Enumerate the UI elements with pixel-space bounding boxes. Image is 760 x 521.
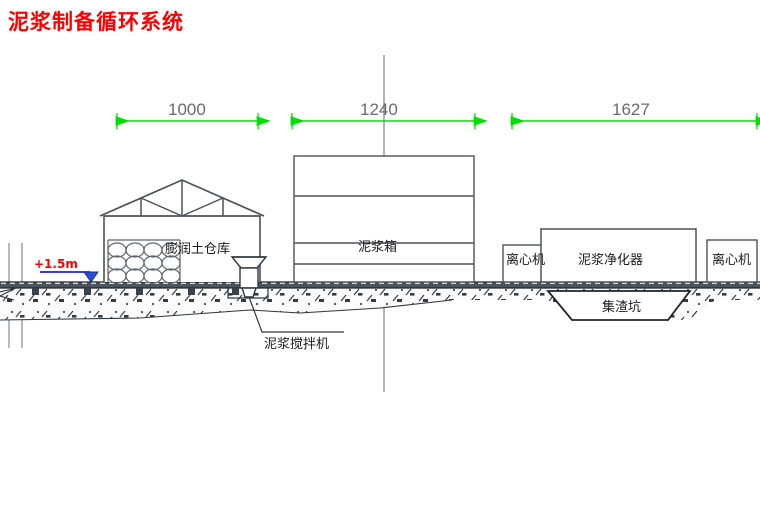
mixer-outlet <box>241 287 257 298</box>
centrifuge-right-body <box>706 239 758 283</box>
label-centrifuge-right: 离心机 <box>712 253 752 268</box>
roof-truss-members <box>104 180 260 217</box>
dimension-line-group <box>115 113 760 129</box>
dimension-label-1627: 1627 <box>612 100 650 119</box>
slurry-tank-structure <box>293 155 475 283</box>
page-title: 泥浆制备循环系统 <box>8 9 184 34</box>
elevation-triangle-icon <box>83 271 99 283</box>
elevation-marker-group <box>40 271 99 283</box>
bentonite-bag-stack <box>107 239 181 284</box>
label-slurry-purifier: 泥浆净化器 <box>578 253 644 268</box>
mixer-pit-edges <box>227 288 269 299</box>
slurry-tank-body <box>293 155 475 283</box>
label-centrifuge-left: 离心机 <box>506 253 546 268</box>
label-bentonite-warehouse: 膨润土仓库 <box>165 242 231 257</box>
mixer-leader-line <box>248 296 344 333</box>
dimension-label-1240: 1240 <box>360 100 398 119</box>
ground-surface-band <box>0 282 760 288</box>
dimension-label-1000: 1000 <box>168 100 206 119</box>
mixer-body <box>239 267 259 289</box>
bentonite-warehouse-structure <box>99 179 265 284</box>
soil-lower-boundary <box>0 299 453 321</box>
slag-pit-outline <box>546 290 692 321</box>
slurry-mixer-equipment <box>230 256 268 298</box>
ground-foundation-notches <box>32 288 239 295</box>
label-slag-pit: 集渣坑 <box>602 300 642 315</box>
label-slurry-tank: 泥浆箱 <box>358 240 398 255</box>
label-slurry-mixer: 泥浆搅拌机 <box>264 337 330 352</box>
elevation-label: +1.5m <box>34 257 78 271</box>
section-break-arrow <box>0 287 17 301</box>
slurry-purifier-body <box>540 228 697 283</box>
